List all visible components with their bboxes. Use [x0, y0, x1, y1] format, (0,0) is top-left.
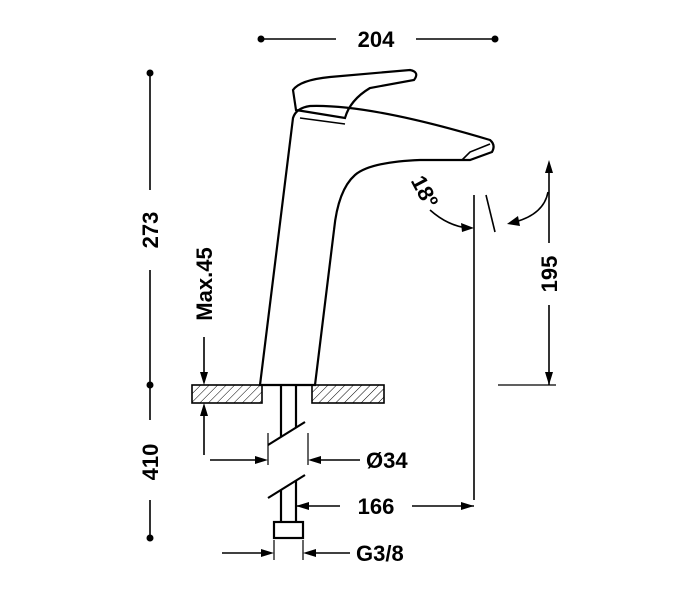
supply-pipe	[267, 385, 306, 540]
dim-spout-height: 195	[498, 160, 562, 386]
dim-reach: 166	[296, 494, 474, 519]
dim-pipe-diameter: Ø34	[210, 433, 408, 473]
dim-thread: G3/8	[222, 540, 404, 566]
dim-height-below: 410	[138, 385, 163, 542]
dim-width-top-label: 204	[358, 27, 395, 52]
countertop	[191, 384, 385, 404]
dim-spout-height-label: 195	[537, 256, 562, 293]
dim-reach-label: 166	[358, 494, 395, 519]
dim-max-thickness-label: Max.45	[192, 247, 217, 320]
dim-height-body: 273	[138, 69, 163, 389]
dim-pipe-diameter-label: Ø34	[366, 448, 408, 473]
dim-thread-label: G3/8	[356, 541, 404, 566]
dim-angle-label: 18º	[406, 171, 443, 211]
dim-max-thickness: Max.45	[192, 247, 217, 455]
faucet-body	[258, 68, 495, 387]
water-flow-indicator: 18º	[406, 171, 549, 500]
dim-height-below-label: 410	[138, 444, 163, 481]
dim-height-body-label: 273	[138, 212, 163, 249]
dim-width-top: 204	[257, 27, 499, 52]
